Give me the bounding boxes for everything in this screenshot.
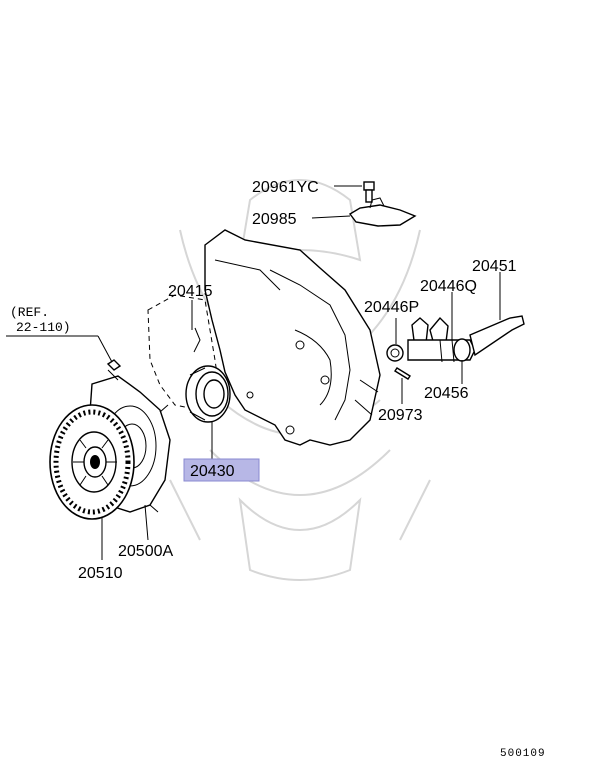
callout-fork[interactable]: 20451 (472, 258, 517, 275)
callout-bolt[interactable]: 20961YC (252, 179, 319, 196)
callout-shaft[interactable]: 20456 (424, 385, 469, 402)
bracket-bolt (363, 181, 375, 203)
release-bearing (185, 365, 231, 423)
fork-bushing-nut (386, 344, 404, 362)
callout-ref-number[interactable]: 22-110) (16, 320, 71, 335)
clutch-stud (106, 359, 122, 371)
callout-nut[interactable]: 20446P (364, 299, 419, 316)
callout-fork-bushing[interactable]: 20446Q (420, 278, 477, 295)
callout-bracket[interactable]: 20985 (252, 211, 297, 228)
clutch-disc (49, 404, 135, 520)
highlight-box (183, 458, 260, 482)
spring-pin (394, 367, 411, 380)
callout-bearing[interactable]: 20430 (190, 463, 235, 480)
release-fork (407, 315, 525, 363)
transmission-housing (204, 229, 381, 446)
callout-housing[interactable]: 20415 (168, 283, 213, 300)
callout-ref-label: (REF. (10, 305, 49, 320)
leader-lines (6, 185, 501, 560)
callout-cover[interactable]: 20500A (118, 543, 173, 560)
bracket (348, 197, 417, 227)
callout-pin[interactable]: 20973 (378, 407, 423, 424)
diagram-code: 500109 (500, 748, 546, 760)
callout-disc[interactable]: 20510 (78, 565, 123, 582)
